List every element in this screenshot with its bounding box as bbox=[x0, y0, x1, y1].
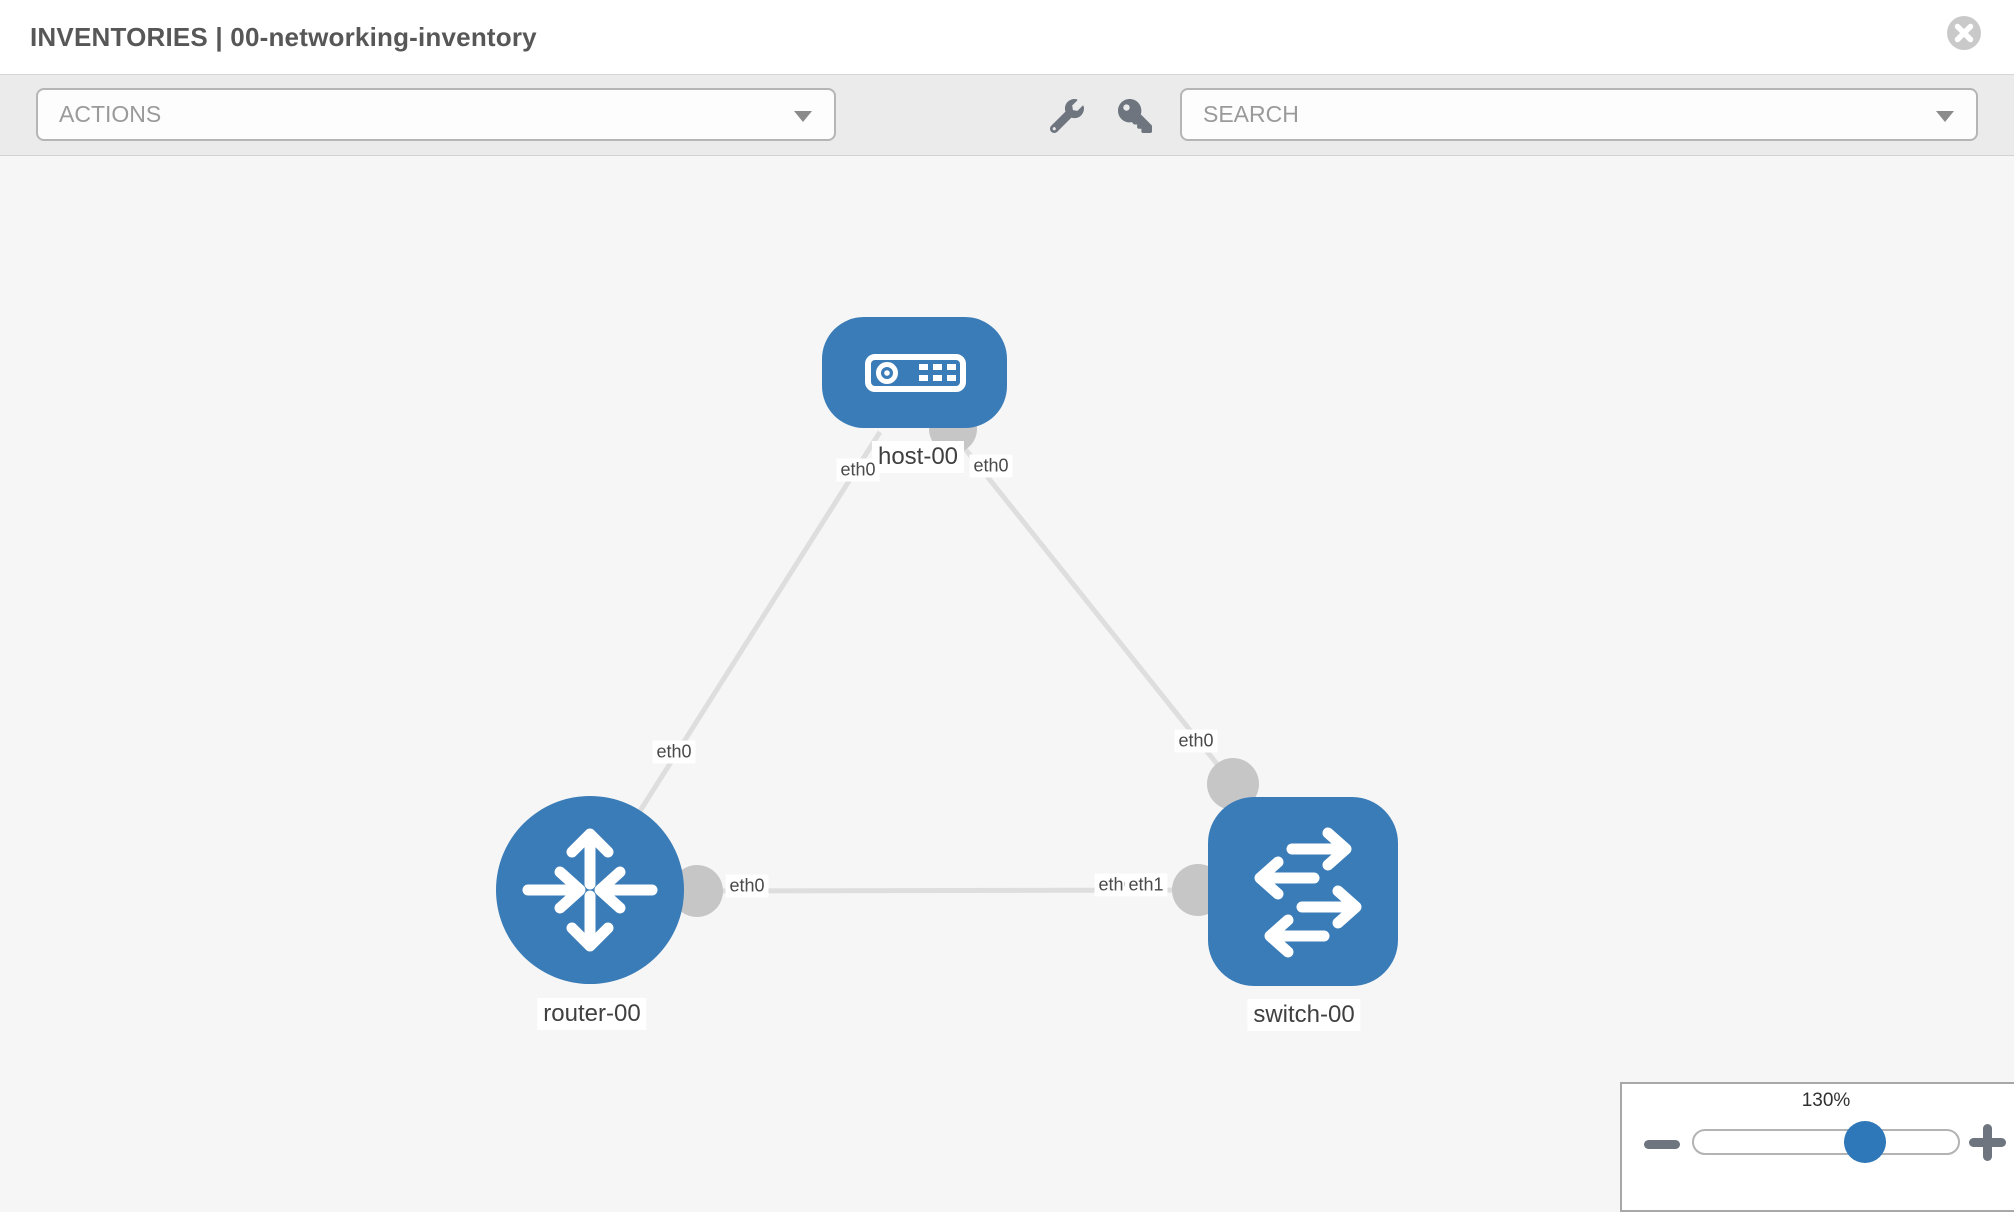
credentials-button[interactable] bbox=[1115, 96, 1155, 136]
host-node-shape[interactable] bbox=[822, 317, 1007, 428]
close-button[interactable] bbox=[1946, 15, 1982, 51]
node-label-host: host-00 bbox=[871, 441, 965, 473]
close-icon bbox=[1947, 16, 1981, 50]
wrench-icon bbox=[1050, 99, 1084, 133]
link-host-switch bbox=[948, 428, 1235, 786]
if-label-router-uplink: eth0 bbox=[652, 740, 696, 764]
host-icon bbox=[865, 354, 966, 392]
connector-group bbox=[671, 405, 1259, 917]
zoom-slider-track[interactable] bbox=[1692, 1129, 1960, 1155]
zoom-in-button[interactable] bbox=[1969, 1124, 2006, 1166]
connector-switch-topleft bbox=[1207, 758, 1259, 810]
router-node-shape[interactable] bbox=[496, 796, 684, 984]
node-label-switch: switch-00 bbox=[1247, 999, 1361, 1031]
page-header: INVENTORIES | 00-networking-inventory bbox=[0, 0, 2014, 74]
zoom-level-readout: 130% bbox=[1801, 1090, 1851, 1111]
search-dropdown-label: SEARCH bbox=[1203, 101, 1299, 127]
connector-router-right bbox=[671, 865, 723, 917]
topology-canvas[interactable] bbox=[0, 156, 2014, 1200]
if-label-switch-west-front: eth1 bbox=[1124, 873, 1168, 897]
minus-icon bbox=[1644, 1140, 1680, 1149]
chevron-down-icon bbox=[1936, 111, 1954, 122]
node-switch[interactable] bbox=[1208, 797, 1398, 986]
plus-icon bbox=[1969, 1124, 2006, 1161]
zoom-panel: 130% bbox=[1620, 1082, 2014, 1212]
zoom-out-button[interactable] bbox=[1644, 1137, 1680, 1155]
page-title: INVENTORIES | 00-networking-inventory bbox=[30, 22, 537, 52]
router-icon bbox=[522, 828, 658, 952]
toolbar: ACTIONS SEARCH bbox=[0, 74, 2014, 156]
actions-dropdown-label: ACTIONS bbox=[59, 101, 162, 127]
link-group bbox=[637, 428, 1235, 894]
configure-button[interactable] bbox=[1047, 96, 1087, 136]
if-label-switch-uplink: eth0 bbox=[1174, 729, 1218, 753]
node-router[interactable] bbox=[496, 796, 684, 984]
switch-icon bbox=[1254, 827, 1362, 958]
if-label-host-left: eth0 bbox=[836, 458, 880, 482]
if-label-host-right: eth0 bbox=[969, 454, 1013, 478]
chevron-down-icon bbox=[794, 111, 812, 122]
switch-node-shape[interactable] bbox=[1208, 797, 1398, 986]
node-host[interactable] bbox=[822, 317, 1007, 428]
actions-dropdown[interactable]: ACTIONS bbox=[36, 88, 836, 141]
zoom-slider-knob[interactable] bbox=[1844, 1121, 1886, 1163]
node-label-router: router-00 bbox=[537, 998, 647, 1030]
if-label-router-east: eth0 bbox=[725, 874, 769, 898]
search-dropdown[interactable]: SEARCH bbox=[1180, 88, 1978, 141]
key-icon bbox=[1118, 99, 1152, 133]
